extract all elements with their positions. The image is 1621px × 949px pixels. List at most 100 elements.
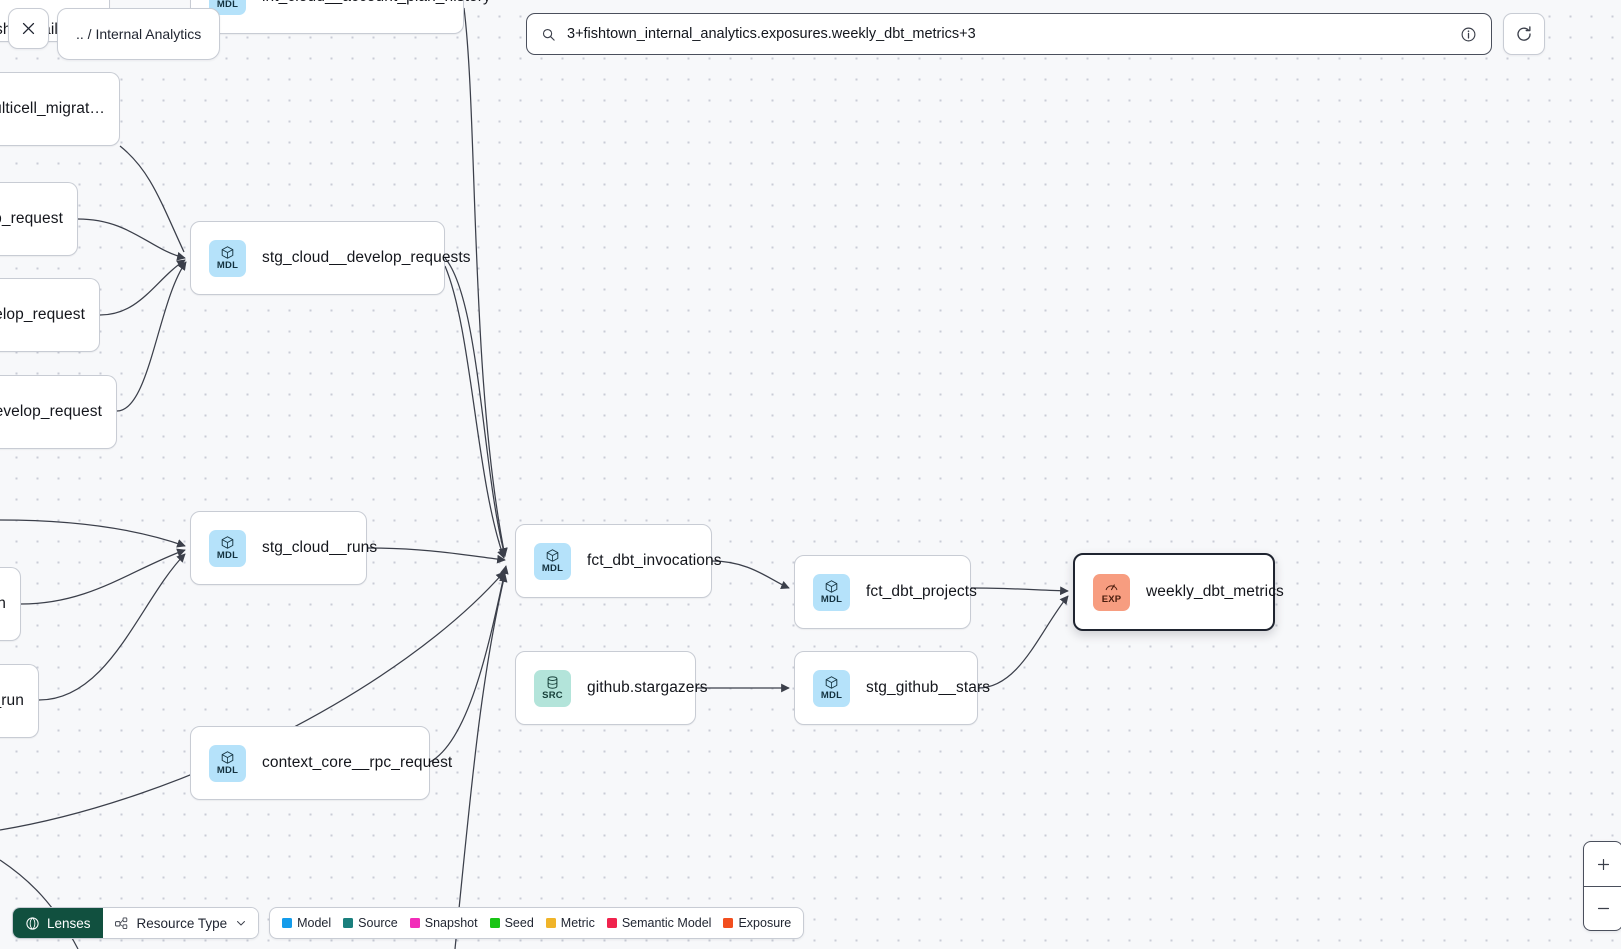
- resource-type-label: Resource Type: [136, 915, 228, 931]
- mdl-badge: MDL: [813, 573, 850, 611]
- refresh-icon: [1517, 26, 1531, 41]
- node-label: _run: [0, 692, 24, 709]
- src-badge: SRC: [534, 669, 571, 707]
- graph-node[interactable]: MDL fct_dbt_invocations: [515, 524, 722, 598]
- bottom-toolbar: Lenses Resource Type Model Source Snapshot…: [12, 907, 805, 939]
- legend-item[interactable]: Exposure: [723, 916, 791, 930]
- legend-item[interactable]: Source: [343, 916, 398, 930]
- breadcrumb-label: .. / Internal Analytics: [76, 26, 202, 42]
- search-bar[interactable]: [526, 13, 1492, 55]
- legend-item[interactable]: Metric: [545, 916, 595, 930]
- exp-type-icon: [1105, 584, 1118, 591]
- node-label: multicell_migrat…: [0, 100, 105, 117]
- breadcrumb[interactable]: .. / Internal Analytics: [57, 8, 221, 60]
- legend-item[interactable]: Seed: [489, 916, 534, 930]
- node-label: github.stargazers: [587, 679, 708, 696]
- mdl-badge: MDL: [209, 0, 246, 15]
- node-label: p_request: [0, 210, 63, 227]
- graph-node[interactable]: _develop_request: [0, 375, 117, 449]
- badge-type-label: MDL: [820, 594, 843, 606]
- legend-swatch: [282, 918, 293, 928]
- graph-node[interactable]: _run: [0, 664, 39, 738]
- mdl-badge: MDL: [534, 542, 571, 580]
- mdl-badge: MDL: [813, 669, 850, 707]
- mdl-type-icon: [221, 246, 234, 259]
- mdl-type-icon: [221, 536, 234, 549]
- graph-node[interactable]: MDL stg_github__stars: [794, 651, 990, 725]
- graph-node[interactable]: n: [0, 567, 21, 641]
- zoom-controls: [1583, 841, 1621, 931]
- badge-type-label: MDL: [216, 765, 239, 777]
- graph-node[interactable]: MDL context_core__rpc_request: [190, 726, 452, 800]
- node-label: context_core__rpc_request: [262, 754, 453, 771]
- node-label: n: [0, 595, 6, 612]
- minus-icon: [1597, 907, 1609, 910]
- mdl-type-icon: [546, 549, 559, 562]
- badge-type-label: MDL: [541, 563, 564, 575]
- node-label: weekly_dbt_metrics: [1146, 583, 1284, 600]
- badge-type-label: MDL: [216, 550, 239, 562]
- legend-label: Source: [358, 916, 398, 930]
- graph-node[interactable]: p_request: [0, 182, 78, 256]
- graph-node[interactable]: MDL stg_cloud__develop_requests: [190, 221, 471, 295]
- zoom-out-button[interactable]: [1584, 886, 1621, 930]
- refresh-button[interactable]: [1503, 13, 1545, 55]
- lenses-label: Lenses: [47, 915, 91, 931]
- node-label: int_cloud__account_plan_history: [262, 0, 491, 6]
- chevron-down-icon: [237, 921, 246, 926]
- badge-type-label: MDL: [820, 690, 843, 702]
- legend-label: Metric: [560, 916, 595, 930]
- graph-node[interactable]: multicell_migrat…: [0, 72, 120, 146]
- node-label: stg_github__stars: [866, 679, 991, 696]
- legend-swatch: [606, 918, 617, 928]
- legend-swatch: [409, 918, 420, 928]
- lens-icon: [26, 916, 39, 930]
- close-button[interactable]: [8, 8, 49, 49]
- legend-label: Semantic Model: [621, 916, 712, 930]
- mdl-badge: MDL: [209, 744, 246, 782]
- zoom-in-button[interactable]: [1584, 842, 1621, 886]
- search-icon: [542, 28, 555, 41]
- legend-label: Exposure: [738, 916, 792, 930]
- mdl-type-icon: [825, 580, 838, 593]
- mdl-type-icon: [825, 676, 838, 689]
- resource-type-legend: Model Source Snapshot Seed Metric Semantic Mo…: [269, 907, 805, 939]
- lenses-group: Lenses Resource Type: [12, 907, 260, 939]
- badge-type-label: SRC: [542, 690, 563, 702]
- legend-label: Model: [297, 916, 332, 930]
- node-label: fct_dbt_projects: [866, 583, 978, 600]
- search-input[interactable]: [567, 26, 1449, 42]
- node-label: _develop_request: [0, 403, 102, 420]
- badge-type-label: MDL: [216, 0, 239, 10]
- graph-node[interactable]: velop_request: [0, 278, 100, 352]
- graph-node[interactable]: MDL stg_cloud__runs: [190, 511, 377, 585]
- resource-type-icon: [114, 916, 127, 929]
- graph-node[interactable]: MDL int_cloud__account_plan_history: [190, 0, 491, 34]
- legend-swatch: [723, 918, 734, 928]
- legend-swatch: [489, 918, 500, 928]
- exp-badge: EXP: [1093, 573, 1130, 611]
- mdl-badge: MDL: [209, 529, 246, 567]
- node-label: stg_cloud__develop_requests: [262, 249, 471, 266]
- node-label: stg_cloud__runs: [262, 539, 378, 556]
- lenses-button[interactable]: Lenses: [13, 908, 103, 938]
- legend-item[interactable]: Semantic Model: [606, 916, 712, 930]
- legend-label: Seed: [504, 916, 534, 930]
- mdl-type-icon: [221, 751, 234, 764]
- graph-node[interactable]: EXP weekly_dbt_metrics: [1073, 553, 1284, 631]
- info-icon[interactable]: [1460, 26, 1477, 43]
- src-type-icon: [547, 676, 558, 689]
- node-label: velop_request: [0, 306, 85, 323]
- legend-swatch: [545, 918, 556, 928]
- legend-item[interactable]: Snapshot: [409, 916, 478, 930]
- node-label: fct_dbt_invocations: [587, 552, 722, 569]
- mdl-badge: MDL: [209, 239, 246, 277]
- legend-item[interactable]: Model: [282, 916, 331, 930]
- plus-icon: [1597, 858, 1609, 870]
- badge-type-label: EXP: [1101, 594, 1122, 606]
- graph-node[interactable]: MDL fct_dbt_projects: [794, 555, 977, 629]
- resource-type-dropdown[interactable]: Resource Type: [102, 908, 259, 938]
- graph-node[interactable]: SRC github.stargazers: [515, 651, 708, 725]
